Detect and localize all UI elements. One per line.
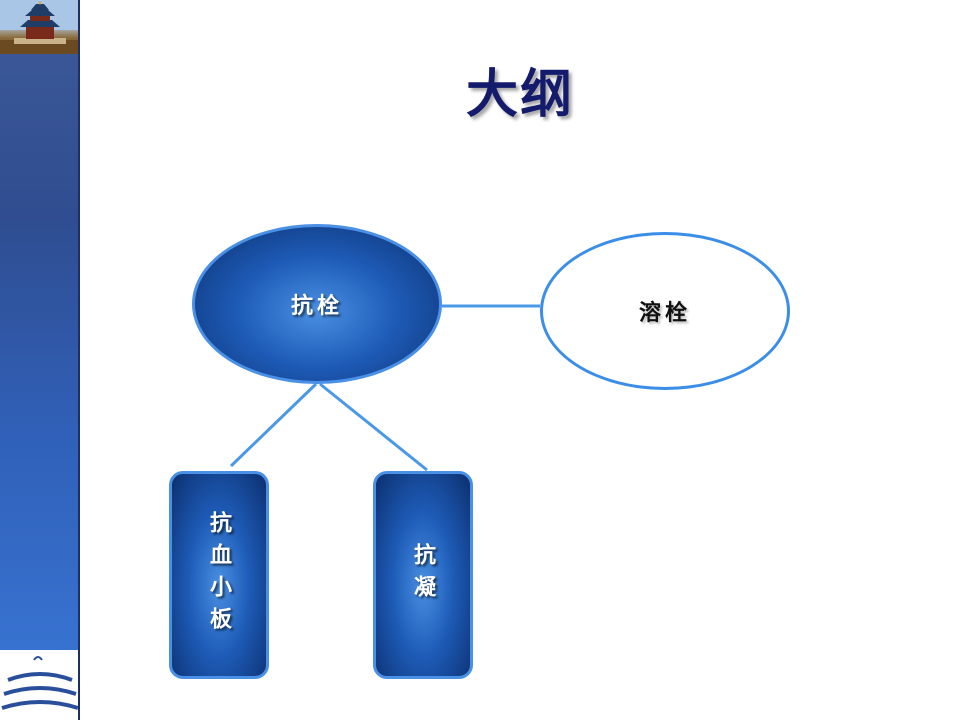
slide-title: 大纲 (465, 65, 574, 125)
node-anticoagulation-label: 抗凝 (410, 543, 436, 607)
institution-logo (0, 650, 80, 720)
node-antiplatelet: 抗血小板 (169, 471, 269, 679)
temple-of-heaven-image (0, 0, 80, 54)
logo-arcs-icon (1, 656, 79, 710)
node-antithrombotic-label: 抗栓 (290, 293, 343, 319)
node-antiplatelet-label: 抗血小板 (206, 511, 232, 639)
node-thrombolysis: 溶栓 (540, 232, 790, 390)
side-band (0, 0, 80, 720)
node-anticoagulation: 抗凝 (373, 471, 473, 679)
temple-illustration (0, 0, 80, 54)
connector-root-to-anticoag (319, 382, 428, 472)
node-thrombolysis-label: 溶栓 (638, 300, 691, 326)
node-antithrombotic: 抗栓 (192, 224, 442, 384)
connector-root-to-platelet (229, 382, 318, 468)
